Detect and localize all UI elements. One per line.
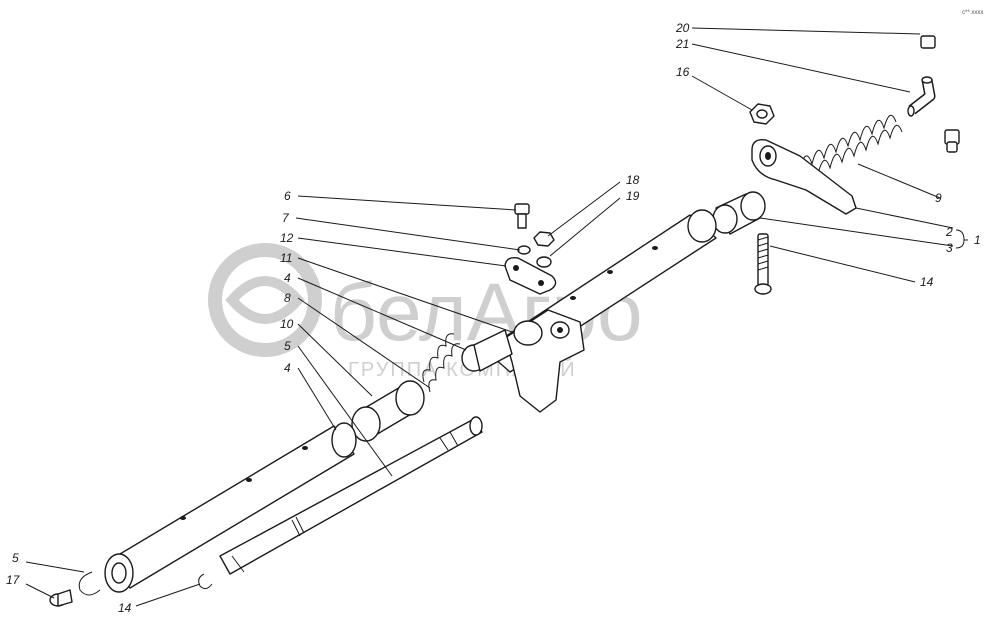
part-6-bolt (514, 203, 530, 229)
part-5-snap-ring (78, 571, 101, 596)
callout-18: 18 (626, 173, 640, 187)
lower-spline-shaft (219, 416, 483, 575)
callout-5-lower: 5 (12, 551, 19, 565)
callout-9: 9 (935, 191, 942, 205)
rocker-shaft-bracket (461, 309, 585, 413)
watermark-logo-icon (208, 243, 322, 357)
part-4-lower-shaft (104, 422, 357, 593)
callout-6: 6 (284, 189, 291, 203)
callout-1: 1 (974, 233, 981, 247)
callout-2: 2 (945, 225, 953, 239)
part-21-elbow (907, 76, 936, 117)
part-14-screw-right (754, 233, 772, 295)
callout-labels: 20 21 16 9 2 3 1 14 6 18 19 7 12 11 4 8 … (6, 21, 981, 615)
leader-lines (25, 27, 968, 607)
callout-14-lower: 14 (118, 601, 132, 615)
part-10-bushing (351, 380, 425, 442)
callout-14-right: 14 (920, 275, 934, 289)
part-19-washer (536, 256, 552, 268)
callout-21: 21 (675, 37, 689, 51)
callout-19: 19 (626, 189, 640, 203)
callout-8: 8 (284, 291, 291, 305)
part-20-u-tube (920, 8, 960, 153)
callout-4-upper: 4 (284, 271, 291, 285)
part-17-screw (49, 589, 73, 607)
part-14-circlip (198, 573, 213, 590)
part-3-bushing (712, 191, 766, 235)
part-9-spring (799, 114, 903, 179)
part-8-spring (422, 333, 461, 393)
callout-5-upper: 5 (284, 339, 291, 353)
corner-note: с** хххх (962, 10, 983, 16)
part-16-nut (749, 103, 775, 125)
callout-3: 3 (946, 241, 953, 255)
callout-4-lower: 4 (284, 361, 291, 375)
callout-12: 12 (280, 231, 294, 245)
callout-20: 20 (675, 21, 690, 35)
callout-10: 10 (280, 317, 294, 331)
callout-16: 16 (676, 65, 690, 79)
part-12-plate (504, 256, 557, 295)
callout-11: 11 (280, 251, 292, 265)
part-2-rocker-arm (751, 139, 857, 215)
callout-7: 7 (282, 211, 290, 225)
callout-17: 17 (6, 573, 21, 587)
